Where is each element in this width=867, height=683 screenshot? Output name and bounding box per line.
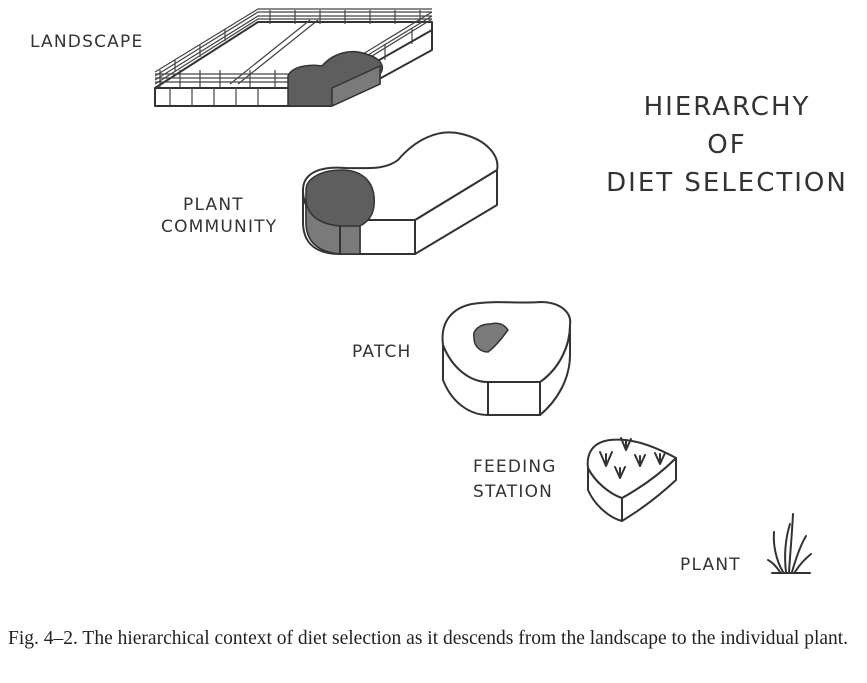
landscape-illustration xyxy=(154,8,433,108)
feeding-station-illustration xyxy=(586,437,677,522)
label-feeding-station-line2: STATION xyxy=(473,482,553,502)
label-plant-community-line1: PLANT xyxy=(183,195,244,215)
label-patch: PATCH xyxy=(352,342,412,362)
title-line1: HIERARCHY xyxy=(644,92,811,122)
figure-caption: Fig. 4–2. The hierarchical context of di… xyxy=(8,628,849,649)
label-plant: PLANT xyxy=(680,555,741,575)
title-line2: OF xyxy=(707,130,746,160)
label-feeding-station-line1: FEEDING xyxy=(473,457,557,477)
plant-grass-icon xyxy=(767,513,812,574)
diet-selection-hierarchy-diagram: LANDSCAPE xyxy=(30,8,848,575)
patch-illustration xyxy=(441,301,572,416)
title-line3: DIET SELECTION xyxy=(606,168,848,198)
label-landscape: LANDSCAPE xyxy=(30,32,143,52)
label-plant-community-line2: COMMUNITY xyxy=(161,217,277,237)
plant-community-illustration xyxy=(302,131,499,255)
